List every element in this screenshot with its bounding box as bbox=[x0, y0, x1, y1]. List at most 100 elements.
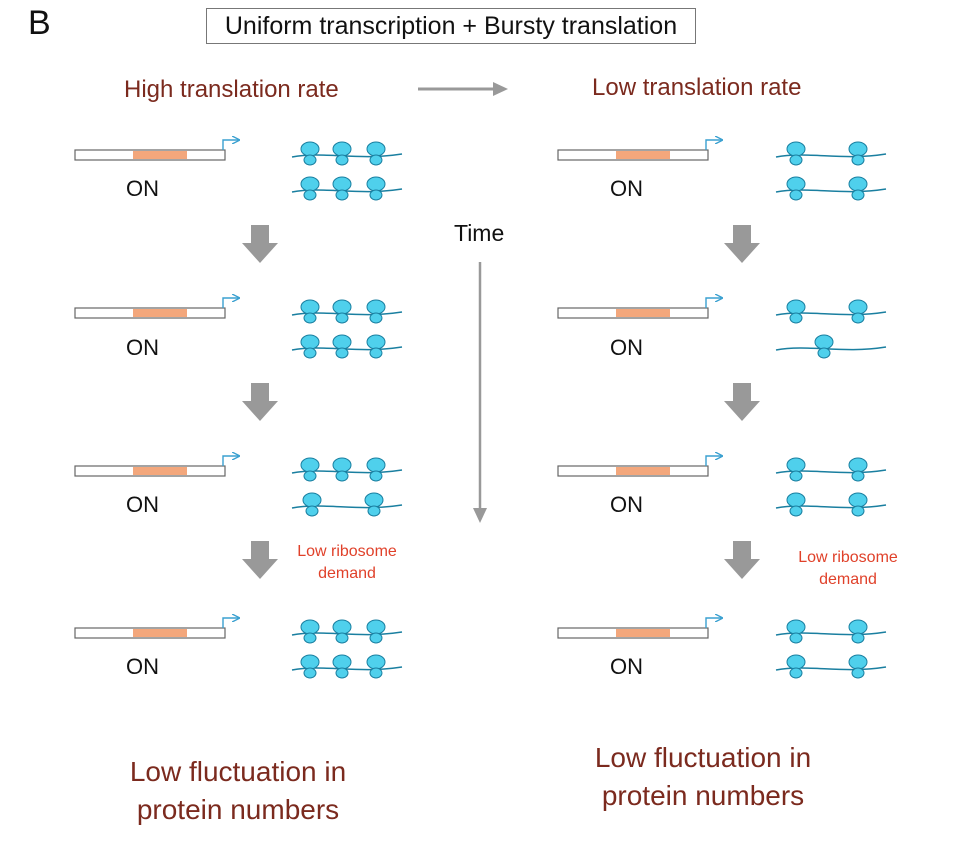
mrna-strand bbox=[775, 299, 887, 324]
mrna-line bbox=[291, 504, 403, 509]
ribosome-icon bbox=[332, 334, 352, 359]
ribosome-large-subunit bbox=[332, 176, 352, 192]
ribosome-icon bbox=[332, 457, 352, 482]
mrna-line bbox=[775, 631, 887, 636]
mrna-strand bbox=[775, 654, 887, 679]
ribosome-large-subunit bbox=[848, 492, 868, 508]
figure-title: Uniform transcription + Bursty translati… bbox=[206, 8, 696, 44]
ribosome-small-subunit bbox=[305, 505, 319, 517]
on-label: ON bbox=[610, 176, 643, 201]
ribosome-icon bbox=[786, 619, 806, 644]
down-arrow-icon bbox=[724, 383, 760, 421]
ribosome-icon bbox=[302, 492, 322, 517]
on-label: ON bbox=[126, 492, 159, 517]
conclusion-low-rate: Low fluctuation in protein numbers bbox=[594, 742, 812, 811]
ribosome-small-subunit bbox=[789, 632, 803, 644]
down-arrow-icon bbox=[242, 383, 278, 421]
ribosome-icon bbox=[786, 141, 806, 166]
ribosome-icon bbox=[300, 654, 320, 679]
promoter-arrow-icon bbox=[705, 298, 722, 308]
mrna-strand bbox=[291, 654, 403, 679]
ribosome-icon bbox=[366, 299, 386, 324]
mrna-line bbox=[775, 346, 887, 351]
ribosome-icon bbox=[786, 654, 806, 679]
ribosome-small-subunit bbox=[335, 347, 349, 359]
ribosome-large-subunit bbox=[300, 299, 320, 315]
ribosome-icon bbox=[332, 176, 352, 201]
on-label: ON bbox=[126, 654, 159, 679]
ribosome-icon bbox=[848, 492, 868, 517]
ribosome-small-subunit bbox=[369, 154, 383, 166]
ribosome-small-subunit bbox=[851, 667, 865, 679]
on-label: ON bbox=[610, 654, 643, 679]
ribosome-small-subunit bbox=[367, 505, 381, 517]
ribosome-large-subunit bbox=[300, 334, 320, 350]
coding-region bbox=[133, 309, 187, 317]
ribosome-small-subunit bbox=[789, 154, 803, 166]
ribosome-large-subunit bbox=[848, 299, 868, 315]
ribosome-small-subunit bbox=[851, 470, 865, 482]
ribosome-small-subunit bbox=[789, 505, 803, 517]
ribosome-large-subunit bbox=[848, 654, 868, 670]
gene-construct bbox=[557, 298, 722, 319]
ribosome-small-subunit bbox=[335, 154, 349, 166]
mrna-line bbox=[775, 153, 887, 158]
time-axis-label: Time bbox=[454, 220, 505, 246]
coding-region bbox=[616, 151, 670, 159]
mrna-strand bbox=[775, 457, 887, 482]
ribosome-icon bbox=[786, 299, 806, 324]
promoter-arrow-icon bbox=[222, 298, 239, 308]
gene-construct bbox=[74, 298, 239, 319]
mrna-line bbox=[775, 504, 887, 509]
ribosome-large-subunit bbox=[366, 299, 386, 315]
right-arrow-icon bbox=[493, 82, 508, 96]
ribosome-icon bbox=[364, 492, 384, 517]
ribosome-small-subunit bbox=[369, 632, 383, 644]
ribosome-small-subunit bbox=[789, 312, 803, 324]
ribosome-icon bbox=[300, 619, 320, 644]
gene-construct bbox=[557, 618, 722, 639]
mrna-strand bbox=[775, 176, 887, 201]
ribosome-small-subunit bbox=[851, 632, 865, 644]
ribosome-small-subunit bbox=[303, 154, 317, 166]
promoter-arrow-icon bbox=[705, 618, 722, 628]
down-arrow-icon bbox=[724, 541, 760, 579]
ribosome-large-subunit bbox=[300, 141, 320, 157]
ribosome-large-subunit bbox=[786, 176, 806, 192]
down-arrow-icon bbox=[242, 225, 278, 263]
coding-region bbox=[616, 309, 670, 317]
on-label: ON bbox=[610, 492, 643, 517]
note-low-ribosome-demand: Low ribosome demand bbox=[798, 549, 898, 588]
ribosome-icon bbox=[366, 334, 386, 359]
panel-label: B bbox=[28, 4, 51, 42]
ribosome-large-subunit bbox=[366, 457, 386, 473]
ribosome-icon bbox=[366, 619, 386, 644]
ribosome-icon bbox=[366, 176, 386, 201]
ribosome-icon bbox=[366, 654, 386, 679]
ribosome-large-subunit bbox=[366, 654, 386, 670]
mrna-strand bbox=[291, 619, 403, 644]
ribosome-small-subunit bbox=[789, 470, 803, 482]
ribosome-icon bbox=[814, 334, 834, 359]
coding-region bbox=[133, 467, 187, 475]
ribosome-small-subunit bbox=[789, 189, 803, 201]
ribosome-icon bbox=[848, 654, 868, 679]
ribosome-large-subunit bbox=[786, 457, 806, 473]
coding-region bbox=[133, 151, 187, 159]
ribosome-large-subunit bbox=[332, 141, 352, 157]
ribosome-large-subunit bbox=[300, 619, 320, 635]
ribosome-large-subunit bbox=[300, 654, 320, 670]
ribosome-small-subunit bbox=[303, 312, 317, 324]
gene-construct bbox=[74, 140, 239, 161]
ribosome-icon bbox=[332, 299, 352, 324]
ribosome-small-subunit bbox=[303, 667, 317, 679]
ribosome-icon bbox=[848, 457, 868, 482]
ribosome-large-subunit bbox=[848, 176, 868, 192]
ribosome-icon bbox=[848, 619, 868, 644]
ribosome-icon bbox=[300, 299, 320, 324]
mrna-line bbox=[775, 188, 887, 193]
on-label: ON bbox=[126, 335, 159, 360]
ribosome-icon bbox=[848, 176, 868, 201]
gene-construct bbox=[557, 140, 722, 161]
